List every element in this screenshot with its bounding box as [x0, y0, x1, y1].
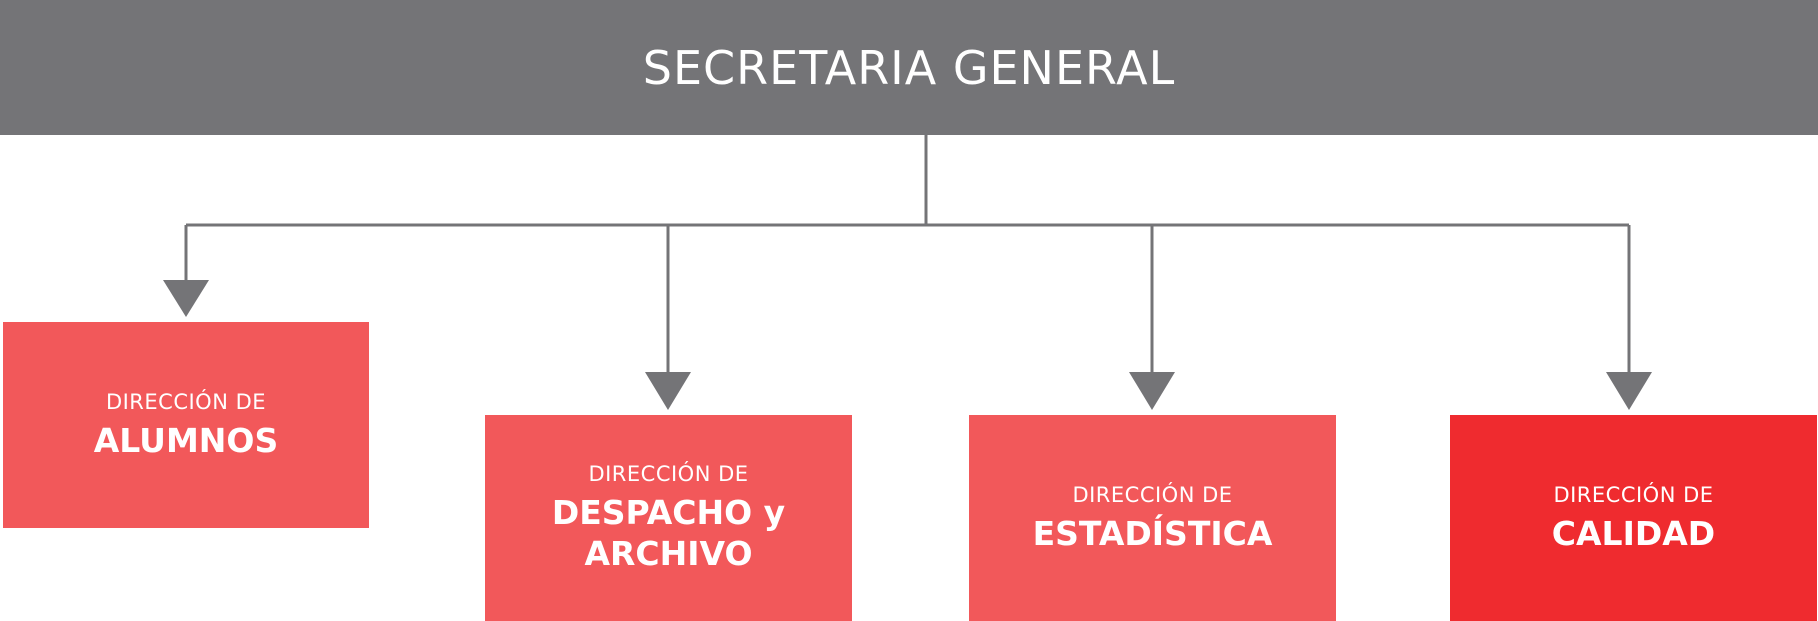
department-box-despacho-archivo: DIRECCIÓN DE DESPACHO y ARCHIVO: [485, 415, 852, 621]
department-box-alumnos: DIRECCIÓN DE ALUMNOS: [3, 322, 369, 528]
department-prefix: DIRECCIÓN DE: [1553, 482, 1714, 507]
org-title: SECRETARIA GENERAL: [642, 40, 1176, 95]
department-name: DESPACHO y ARCHIVO: [551, 493, 786, 573]
department-box-calidad: DIRECCIÓN DE CALIDAD: [1450, 415, 1817, 621]
org-header: SECRETARIA GENERAL: [0, 0, 1818, 135]
arrow-down-icon: [163, 280, 209, 317]
department-name: ESTADÍSTICA: [1032, 513, 1273, 553]
arrow-down-icon: [1606, 372, 1652, 410]
department-name: ALUMNOS: [93, 420, 279, 460]
department-name: CALIDAD: [1551, 513, 1716, 553]
department-prefix: DIRECCIÓN DE: [105, 389, 267, 414]
department-prefix: DIRECCIÓN DE: [588, 462, 749, 486]
department-prefix: DIRECCIÓN DE: [1072, 482, 1233, 507]
arrow-down-icon: [1129, 372, 1175, 410]
arrow-down-icon: [645, 372, 691, 410]
department-box-estadistica: DIRECCIÓN DE ESTADÍSTICA: [969, 415, 1336, 621]
